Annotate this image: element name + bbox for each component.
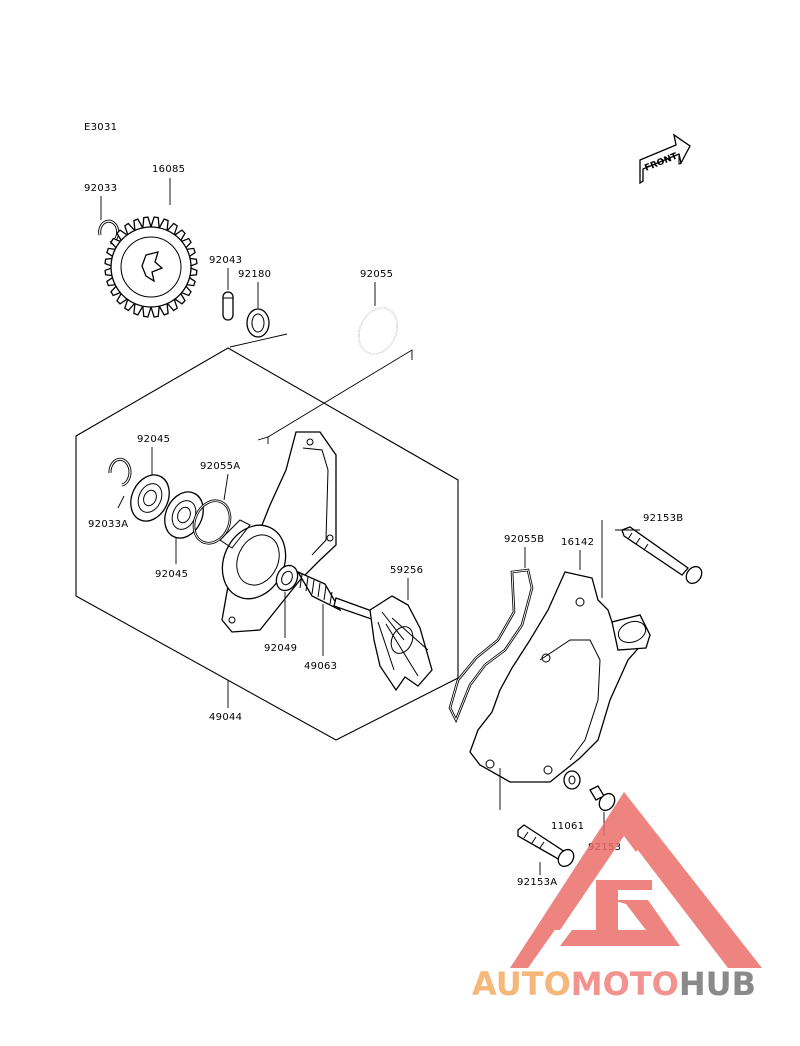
label-92043: 92043	[209, 255, 242, 266]
label-49044: 49044	[209, 712, 242, 723]
impeller-59256	[333, 595, 433, 692]
label-16142: 16142	[561, 537, 594, 548]
watermark-brand: AUTOMOTOHUB	[472, 965, 756, 1003]
label-92045-bottom: 92045	[155, 569, 188, 580]
label-16085: 16085	[152, 164, 185, 175]
gear-16085	[104, 216, 198, 318]
label-59256: 59256	[390, 565, 423, 576]
label-92033A: 92033A	[88, 519, 128, 530]
mech-seal-49063	[296, 570, 342, 612]
label-11061: 11061	[551, 821, 584, 832]
bolt-92153	[589, 785, 616, 812]
brand-moto: MOTO	[571, 965, 679, 1003]
cover-16142	[469, 571, 651, 783]
pump-body-49044	[219, 431, 337, 633]
brand-auto: AUTO	[472, 965, 571, 1003]
pin-92043	[222, 291, 234, 321]
automotohub-logo-icon	[510, 792, 762, 968]
brand-hub: HUB	[679, 965, 756, 1003]
label-92153B: 92153B	[643, 513, 683, 524]
circlip-92033A	[108, 457, 132, 487]
washer-92180	[246, 308, 270, 338]
bolt-92153A	[517, 824, 575, 868]
oring-92055	[358, 307, 398, 355]
label-92153A: 92153A	[517, 877, 557, 888]
label-92033: 92033	[84, 183, 117, 194]
oring-92055B	[448, 568, 534, 724]
label-92049: 92049	[264, 643, 297, 654]
front-arrow-icon: FRONT	[639, 133, 691, 185]
label-92180: 92180	[238, 269, 271, 280]
diagram-code: E3031	[84, 122, 117, 133]
seal-92049	[275, 564, 299, 592]
label-92055: 92055	[360, 269, 393, 280]
group-leader-lines	[229, 333, 413, 444]
bearing-92045-a	[130, 474, 170, 522]
label-92045-top: 92045	[137, 434, 170, 445]
bolt-92153B	[621, 526, 703, 585]
group-outline	[75, 347, 459, 741]
washer-11061	[563, 770, 581, 790]
label-49063: 49063	[304, 661, 337, 672]
oring-92055A	[192, 499, 232, 545]
label-92055B: 92055B	[504, 534, 544, 545]
label-92055A: 92055A	[200, 461, 240, 472]
